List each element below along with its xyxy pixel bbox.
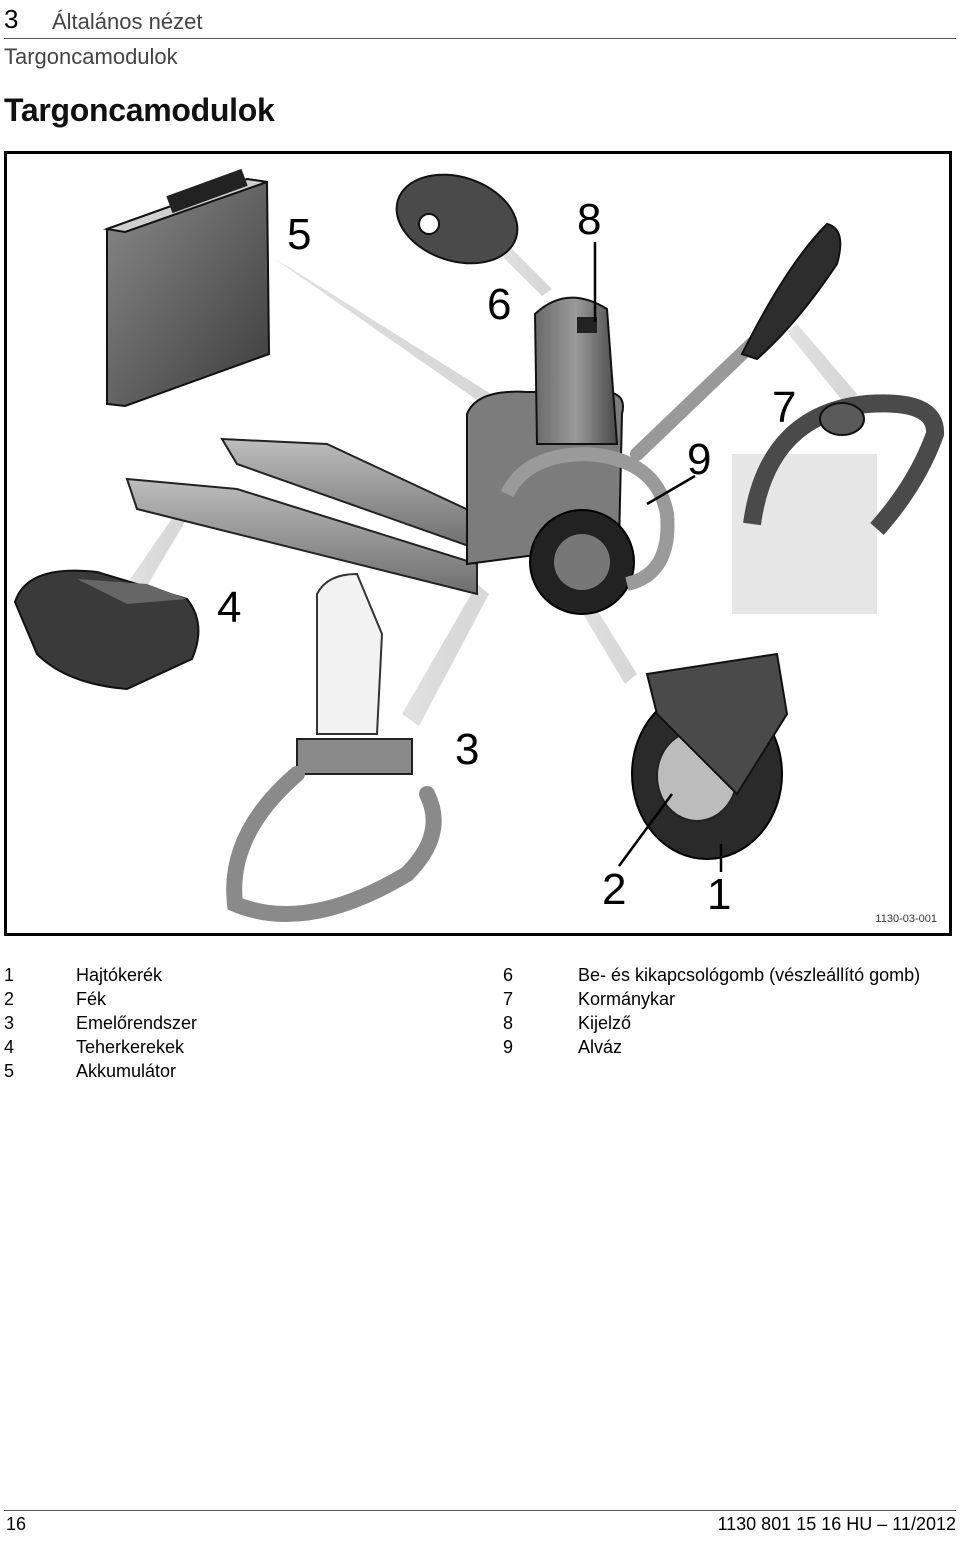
tiller-head-inset	[732, 403, 935, 614]
callout-8: 8	[577, 195, 601, 244]
legend-label: Teherkerekek	[76, 1037, 184, 1057]
fork-arms	[127, 439, 477, 594]
figure-reference: 1130-03-001	[875, 913, 937, 925]
battery-module	[107, 169, 269, 406]
callout-1: 1	[707, 870, 731, 919]
callout-5: 5	[287, 210, 311, 259]
legend-number: 8	[503, 1011, 578, 1035]
legend-label: Alváz	[578, 1037, 622, 1057]
callout-3: 3	[455, 725, 479, 774]
truck-modules-figure: 5 8 6 7 9 4 3 2 1 1130-03-001	[4, 151, 952, 936]
beam-load-wheels	[127, 514, 185, 594]
footer-divider	[4, 1510, 956, 1511]
header-divider	[4, 38, 956, 39]
beam-tiller	[787, 324, 857, 404]
legend-number: 1	[4, 963, 76, 987]
chapter-number: 3	[4, 4, 18, 35]
callout-9: 9	[687, 435, 711, 484]
load-wheel-module	[15, 571, 198, 689]
beam-lift-system	[402, 584, 489, 726]
legend-label: Kijelző	[578, 1013, 631, 1033]
legend-number: 2	[4, 987, 76, 1011]
lift-system-module	[234, 574, 433, 914]
drive-wheel-module	[632, 654, 787, 859]
document-id: 1130 801 15 16 HU – 11/2012	[717, 1514, 956, 1535]
legend-label: Fék	[76, 989, 106, 1009]
callout-7: 7	[772, 383, 796, 432]
legend-number: 7	[503, 987, 578, 1011]
legend-label: Kormánykar	[578, 989, 675, 1009]
callout-4: 4	[217, 583, 241, 632]
running-subtitle: Targoncamodulok	[4, 44, 178, 70]
legend-number: 6	[503, 963, 578, 987]
legend-label: Hajtókerék	[76, 965, 162, 985]
legend-number: 5	[4, 1059, 76, 1083]
legend-label: Akkumulátor	[76, 1061, 176, 1081]
legend-label: Emelőrendszer	[76, 1013, 197, 1033]
legend-number: 3	[4, 1011, 76, 1035]
truck-illustration: 5 8 6 7 9 4 3 2 1	[7, 154, 949, 933]
legend-label: Be- és kikapcsológomb (vészleállító gomb…	[578, 965, 920, 985]
section-heading: Targoncamodulok	[4, 92, 275, 129]
chapter-title: Általános nézet	[52, 9, 202, 35]
beam-battery	[275, 259, 507, 414]
legend-number: 9	[503, 1035, 578, 1059]
callout-2: 2	[602, 865, 626, 914]
callout-6: 6	[487, 280, 511, 329]
legend-number: 4	[4, 1035, 76, 1059]
page-number: 16	[6, 1514, 26, 1535]
